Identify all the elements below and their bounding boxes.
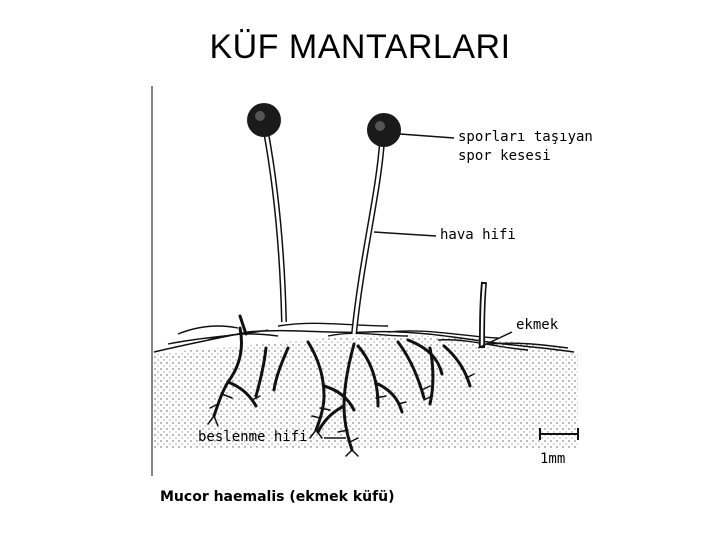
sporangium-left-highlight <box>255 111 265 121</box>
sporangium-right-highlight <box>375 121 385 131</box>
leader-sporangium <box>400 134 454 138</box>
sporangium-right <box>367 113 401 147</box>
sporangium-left <box>247 103 281 137</box>
label-aerial-hypha: hava hifi <box>440 226 516 244</box>
leader-aerial-hypha <box>374 232 436 236</box>
label-bread: ekmek <box>516 316 558 334</box>
sporangiophore-right-inner <box>354 142 382 334</box>
label-sporangium-line1: sporları taşıyan <box>458 128 593 146</box>
label-feeding-hypha: beslenme hifi <box>198 428 308 446</box>
label-scale: 1mm <box>540 450 565 468</box>
slide-title: KÜF MANTARLARI <box>0 28 720 67</box>
figure-caption: Mucor haemalis (ekmek küfü) <box>160 488 395 506</box>
label-sporangium-line2: spor kesesi <box>458 147 551 165</box>
sporangiophore-left <box>266 132 284 322</box>
